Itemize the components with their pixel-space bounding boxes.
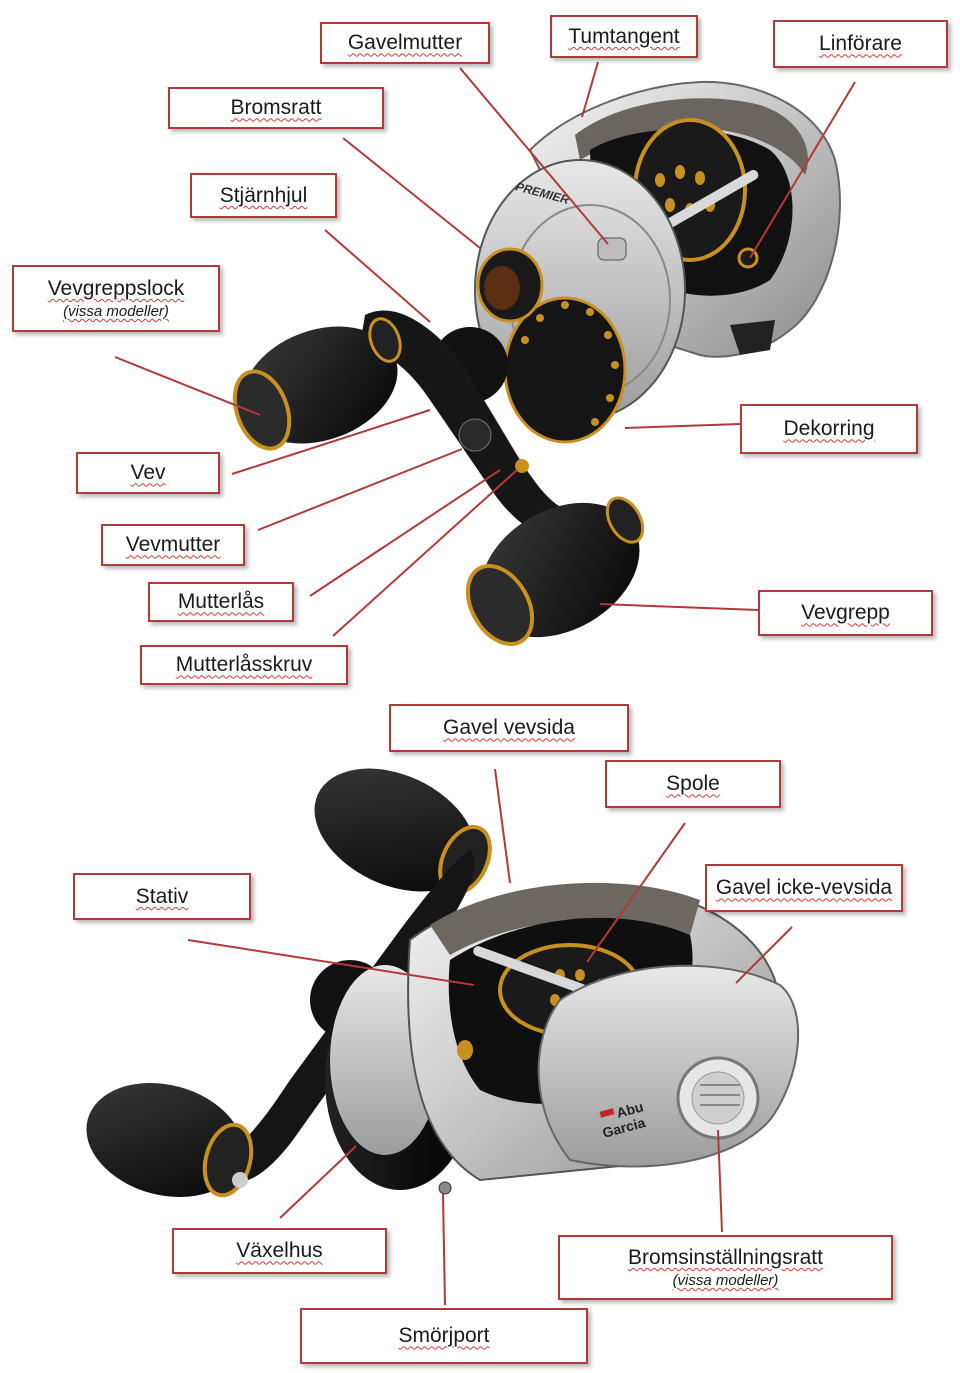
leader-bromsratt [342, 137, 481, 249]
leader-vevgrepp [599, 603, 759, 611]
leader-stjarnhjul [324, 229, 431, 323]
top-reel: PREMIER [232, 80, 841, 646]
top-reel-sideplate-nut [597, 237, 627, 261]
label-vevgreppslock-text: Vevgreppslock [47, 276, 185, 300]
label-vaxelhus: Växelhus [172, 1228, 387, 1274]
label-spole: Spole [605, 760, 781, 808]
leader-dekorring [624, 423, 741, 429]
leader-gavel-icke-vevsida [735, 926, 793, 984]
top-reel-nut-lock-screw [515, 459, 529, 473]
label-mutterlas-text: Mutterlås [177, 590, 265, 614]
leader-spole [586, 822, 686, 963]
label-mutterlasskruv: Mutterlåsskruv [140, 645, 348, 685]
leader-vevgreppslock [114, 356, 261, 416]
label-linforare: Linförare [773, 20, 948, 68]
leader-vaxelhus [279, 1145, 357, 1219]
label-vevgreppslock-note: (vissa modeller) [63, 303, 169, 321]
top-reel-thumb-bar [575, 98, 808, 175]
label-stativ-text: Stativ [135, 884, 189, 908]
label-stativ: Stativ [73, 873, 251, 920]
label-dekorring: Dekorring [740, 404, 918, 454]
label-smorjport: Smörjport [300, 1308, 588, 1364]
label-gavel-icke-vevsida-text: Gavel icke-vevsida [715, 876, 893, 900]
label-vevgrepp-text: Vevgrepp [801, 601, 890, 625]
label-stjarnhjul: Stjärnhjul [190, 173, 337, 218]
label-gavel-vevsida-text: Gavel vevsida [443, 716, 575, 740]
label-tumtangent-text: Tumtangent [568, 24, 680, 48]
label-vev: Vev [76, 452, 220, 494]
leader-smorjport [442, 1193, 446, 1306]
bottom-reel: Abu Garcia [86, 768, 800, 1198]
label-spole-text: Spole [666, 772, 720, 796]
leader-lines [114, 61, 856, 1306]
label-mutterlas: Mutterlås [148, 582, 294, 622]
leader-tumtangent [581, 61, 599, 118]
label-bromsratt-text: Bromsratt [230, 96, 322, 120]
label-gavel-icke-vevsida: Gavel icke-vevsida [705, 864, 903, 912]
leader-bromsinstallningsratt [717, 1129, 723, 1233]
label-smorjport-text: Smörjport [398, 1324, 490, 1348]
leader-vev [231, 409, 431, 475]
label-bromsinstallningsratt-note: (vissa modeller) [672, 1272, 779, 1290]
label-vaxelhus-text: Växelhus [236, 1239, 323, 1263]
label-vevmutter: Vevmutter [101, 524, 245, 566]
label-gavel-vevsida: Gavel vevsida [389, 704, 629, 752]
label-dekorring-text: Dekorring [783, 417, 875, 441]
leader-gavel-vevsida [494, 768, 511, 884]
top-reel-level-wind-bar [661, 170, 759, 230]
top-reel-handle-nut [458, 418, 492, 452]
label-vevmutter-text: Vevmutter [125, 533, 221, 557]
leader-mutterlas [309, 469, 501, 597]
bottom-reel-handle-grip-upper [314, 768, 476, 892]
label-bromsratt: Bromsratt [168, 87, 384, 129]
label-linforare-text: Linförare [819, 32, 902, 56]
leader-linforare [749, 81, 856, 259]
leader-gavelmutter [459, 67, 609, 245]
leader-mutterlasskruv [332, 469, 518, 637]
label-tumtangent: Tumtangent [550, 15, 698, 58]
bottom-reel-side-plate [537, 964, 800, 1168]
label-bromsinstallningsratt: Bromsinställningsratt (vissa modeller) [558, 1235, 893, 1300]
label-gavelmutter-text: Gavelmutter [347, 31, 463, 55]
label-vevgreppslock: Vevgreppslock (vissa modeller) [12, 265, 220, 332]
leader-vevmutter [257, 448, 463, 531]
bottom-reel-brand-line1: Abu [615, 1098, 645, 1120]
label-mutterlasskruv-text: Mutterlåsskruv [175, 653, 313, 677]
bottom-reel-level-wind-bar [473, 946, 587, 994]
label-stjarnhjul-text: Stjärnhjul [219, 183, 308, 207]
label-gavelmutter: Gavelmutter [320, 22, 490, 64]
bottom-reel-lube-port [438, 1181, 452, 1195]
label-bromsinstallningsratt-text: Bromsinställningsratt [628, 1245, 823, 1269]
leader-stativ [187, 939, 475, 986]
label-vev-text: Vev [130, 461, 166, 485]
label-vevgrepp: Vevgrepp [758, 590, 933, 636]
